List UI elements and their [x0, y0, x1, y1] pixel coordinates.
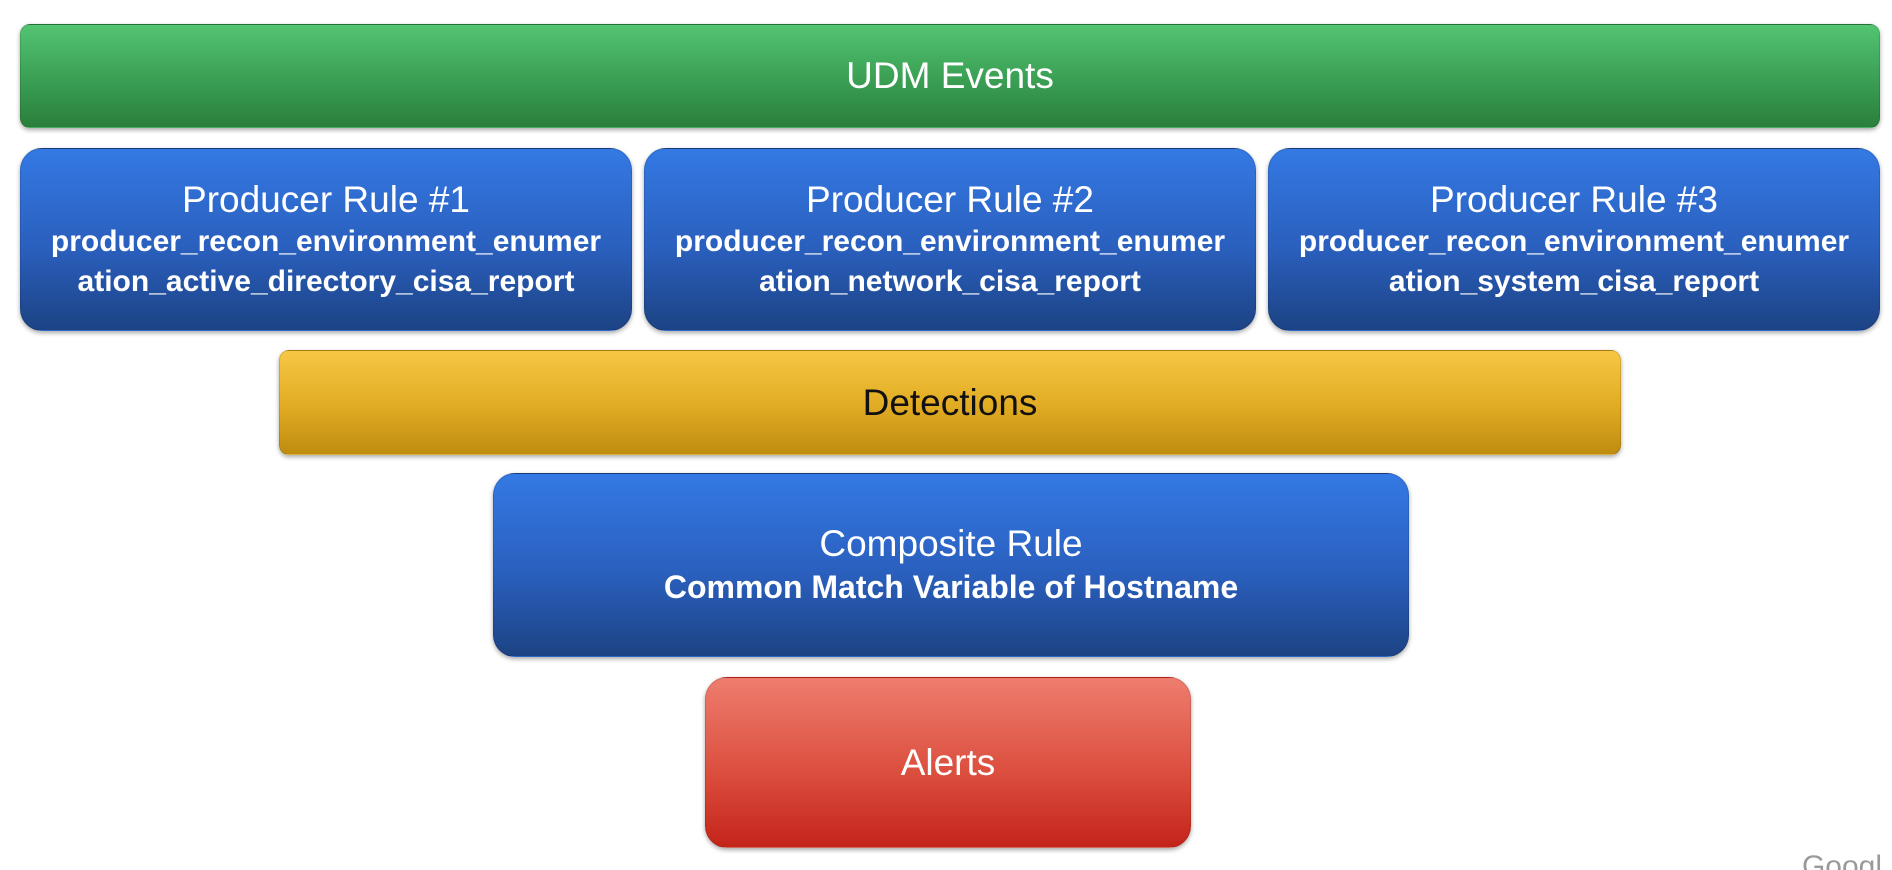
producer-rule-3-title: Producer Rule #3: [1430, 178, 1718, 220]
composite-rule-subtitle: Common Match Variable of Hostname: [663, 569, 1239, 605]
producer-rule-2-box: Producer Rule #2 producer_recon_environm…: [644, 148, 1256, 331]
udm-events-box: UDM Events: [20, 24, 1880, 128]
producer-rule-1-box: Producer Rule #1 producer_recon_environm…: [20, 148, 632, 331]
producer-rule-1-title: Producer Rule #1: [182, 178, 470, 220]
producer-rule-3-name: producer_recon_environment_enumeration_s…: [1298, 224, 1850, 298]
watermark-text: Googl: [1801, 850, 1882, 870]
detections-label: Detections: [862, 381, 1038, 423]
alerts-box: Alerts: [705, 677, 1191, 848]
producer-rule-2-name: producer_recon_environment_enumeration_n…: [674, 224, 1226, 298]
composite-rule-title: Composite Rule: [819, 523, 1083, 564]
alerts-label: Alerts: [900, 741, 996, 783]
composite-rule-box: Composite Rule Common Match Variable of …: [493, 473, 1409, 657]
producer-rule-3-box: Producer Rule #3 producer_recon_environm…: [1268, 148, 1880, 331]
producer-rule-2-title: Producer Rule #2: [806, 178, 1094, 220]
udm-events-label: UDM Events: [846, 55, 1054, 96]
producer-rule-1-name: producer_recon_environment_enumeration_a…: [50, 224, 602, 298]
detections-box: Detections: [279, 350, 1621, 455]
